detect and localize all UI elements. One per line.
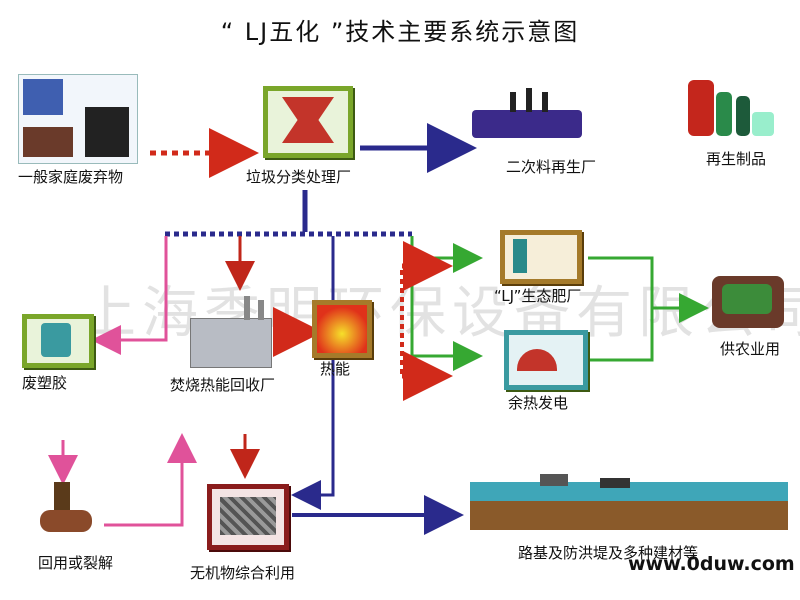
house-icon — [23, 79, 63, 115]
crop-icon — [722, 284, 772, 314]
pile-icon — [40, 510, 92, 532]
container-icon — [41, 323, 71, 357]
fertilizer-plant-icon — [500, 230, 582, 284]
flame-icon — [317, 305, 367, 353]
bulldozer-icon — [540, 474, 568, 486]
chimney-icon — [510, 92, 516, 112]
jar-icon — [752, 112, 774, 136]
label-reuse-cracking: 回用或裂解 — [38, 554, 114, 572]
appliance-icon — [85, 107, 129, 157]
tower-icon — [54, 482, 70, 512]
household-picture — [18, 74, 138, 164]
label-recycled-products: 再生制品 — [706, 150, 767, 168]
incinerator-icon — [190, 318, 272, 368]
landscape-icon — [470, 482, 788, 530]
bottle-icon — [688, 80, 714, 136]
arrow-fertilizer-to-agri — [588, 256, 709, 323]
cracking-icon — [36, 482, 96, 534]
label-inorganic-utilization: 无机物综合利用 — [190, 564, 296, 582]
label-heat-energy: 热能 — [320, 360, 351, 378]
furniture-icon — [23, 127, 73, 157]
label-sorting-plant: 垃圾分类处理厂 — [246, 168, 352, 186]
site-url: www.0duw.com — [628, 553, 795, 575]
factory-icon — [472, 110, 582, 138]
power-plant-icon — [504, 330, 588, 390]
silo-icon — [513, 239, 527, 273]
arrow-to-plastic — [91, 236, 168, 355]
label-recycled-material: 二次料再生厂 — [506, 158, 597, 176]
machine-icon — [282, 97, 334, 143]
label-agriculture: 供农业用 — [720, 340, 781, 358]
label-fertilizer-plant: “LJ”生态肥厂 — [494, 287, 582, 305]
label-waste-heat-power: 余热发电 — [508, 394, 569, 412]
bottle-icon — [736, 96, 750, 136]
label-incineration-plant: 焚烧热能回收厂 — [170, 376, 276, 394]
chimney-icon — [542, 92, 548, 112]
truck-icon — [600, 478, 630, 488]
plastic-icon — [22, 314, 94, 368]
chimney-icon — [258, 300, 264, 320]
bottle-icon — [716, 92, 732, 136]
label-construction-materials: 路基及防洪堤及多种建材等 — [518, 544, 699, 562]
farm-icon — [712, 276, 784, 328]
label-plastic-rubber: 废塑胶 — [22, 374, 68, 392]
sorting-plant-icon — [263, 86, 353, 158]
line-power-to-agri — [588, 308, 654, 362]
chimney-icon — [244, 296, 250, 320]
heat-icon — [312, 300, 372, 358]
inorganic-icon — [207, 484, 289, 550]
arrow-to-power — [410, 236, 483, 371]
boiler-icon — [517, 349, 557, 371]
rubble-icon — [220, 497, 276, 535]
label-household-waste: 一般家庭废弃物 — [18, 168, 124, 186]
diagram-title: “ LJ五化 ”技术主要系统示意图 — [220, 18, 580, 46]
arrow-reuse-up — [104, 433, 197, 527]
chimney-icon — [526, 88, 532, 112]
